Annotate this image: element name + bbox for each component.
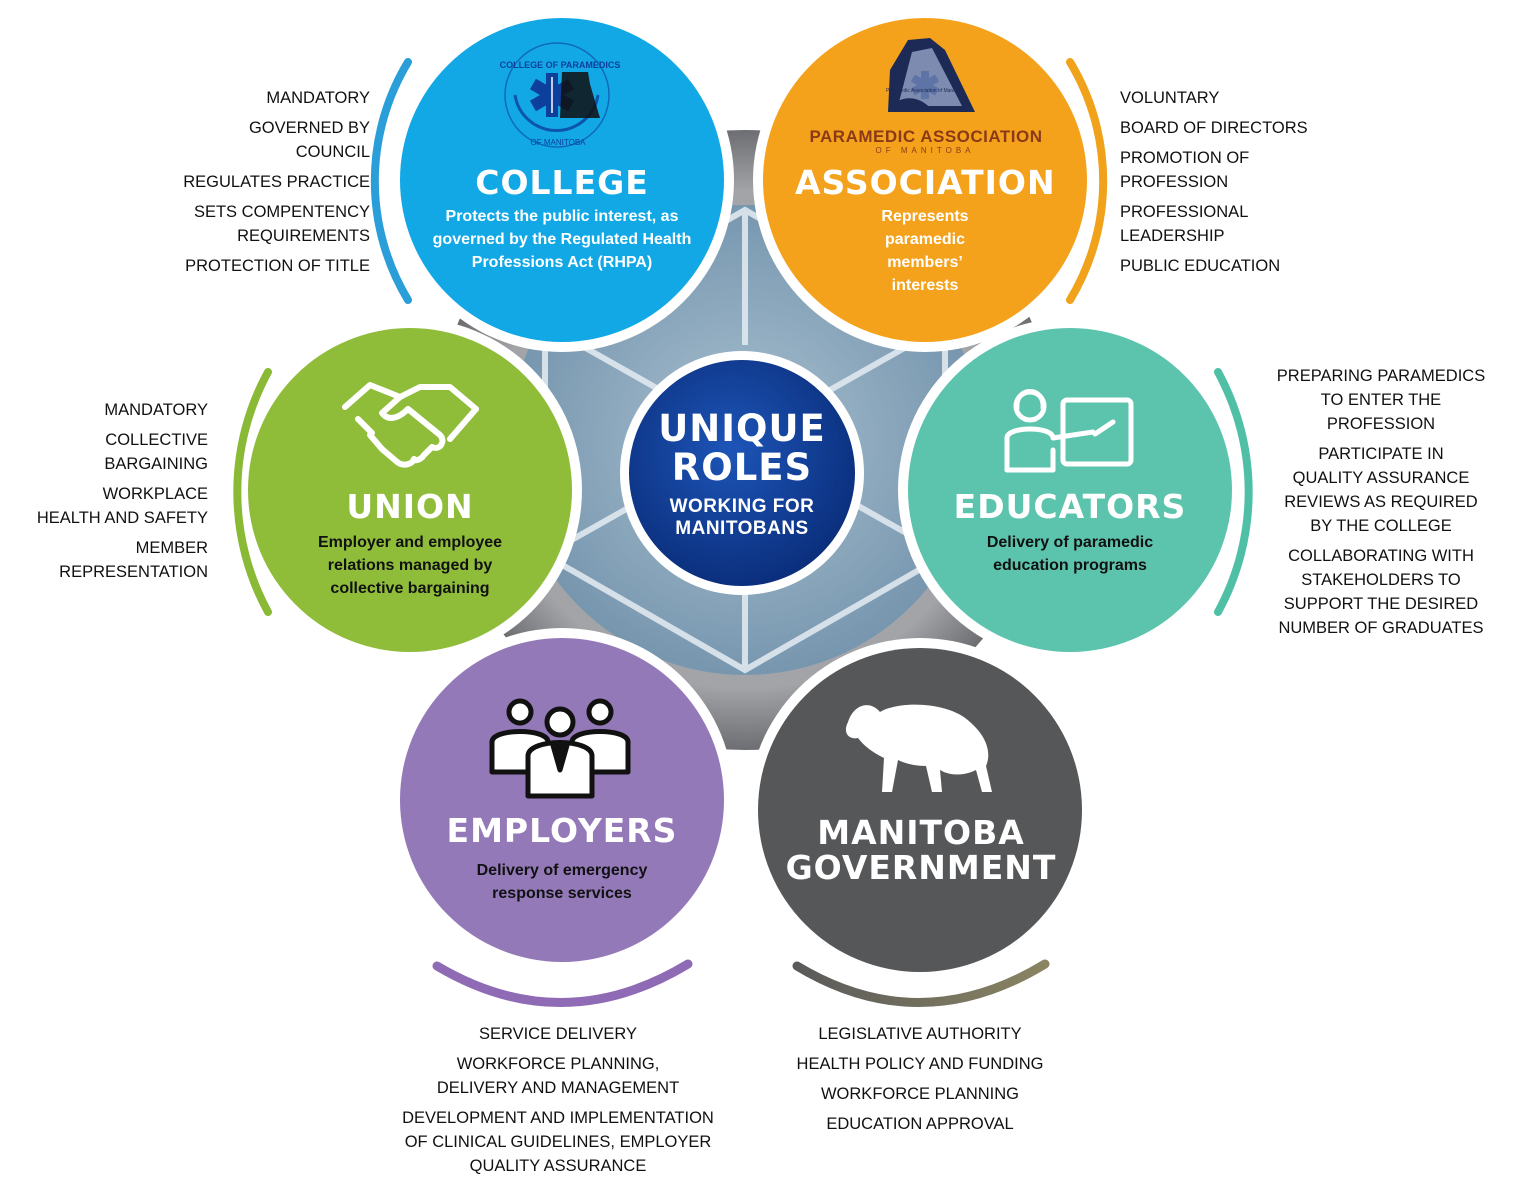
educators-label: EDUCATORS Delivery of paramedic educatio… [950, 487, 1190, 577]
center-title-line2: ROLES [671, 445, 813, 489]
bison-icon [845, 704, 992, 792]
union-bullet: MANDATORY [104, 401, 208, 419]
college-label: COLLEGE Protects the public interest, as… [420, 163, 704, 274]
college-arc [370, 58, 412, 304]
association-bullet: PROMOTION OF PROFESSION [1120, 149, 1250, 191]
employers-title: EMPLOYERS [446, 811, 678, 850]
college-logo-top: COLLEGE OF PARAMEDICS [499, 60, 621, 70]
educators-description: Delivery of paramedic education programs [986, 533, 1154, 574]
association-description: Represents paramedic members’ interests [881, 207, 969, 294]
college-bullet: PROTECTION OF TITLE [185, 257, 370, 275]
employers-label: EMPLOYERS Delivery of emergency response… [442, 811, 682, 905]
government-bullet: EDUCATION APPROVAL [826, 1115, 1014, 1133]
college-bullet: MANDATORY [266, 89, 370, 107]
team-icon [489, 698, 631, 799]
government-title-line1: MANITOBA [817, 813, 1025, 852]
government-label: MANITOBA GOVERNMENT [780, 813, 1062, 887]
union-label: UNION Employer and employee relations ma… [290, 487, 530, 600]
association-arc [1066, 58, 1108, 304]
employers-arc [432, 959, 693, 1007]
college-bullet: REGULATES PRACTICE [183, 173, 370, 191]
college-logo-text: COLLEGE OF PARAMEDICS [498, 60, 622, 70]
educators-arc [1214, 368, 1253, 616]
employers-bullet: SERVICE DELIVERY [478, 1025, 638, 1043]
educators-bullet: PREPARING PARAMEDICS TO ENTER THE PROFES… [1276, 367, 1486, 433]
educators-bullet: PARTICIPATE IN QUALITY ASSURANCE REVIEWS… [1284, 445, 1478, 535]
association-label: ASSOCIATION Represents paramedic members… [795, 163, 1056, 297]
college-bullets: MANDATORY GOVERNED BY COUNCIL REGULATES … [130, 86, 370, 284]
center-subtitle-line1: WORKING FOR [669, 495, 815, 517]
college-bullet: GOVERNED BY COUNCIL [248, 119, 370, 161]
government-bullet: LEGISLATIVE AUTHORITY [818, 1025, 1022, 1043]
association-bullet: PROFESSIONAL LEADERSHIP [1120, 203, 1249, 245]
government-arc [792, 959, 1050, 1007]
government-bullet: HEALTH POLICY AND FUNDING [796, 1055, 1044, 1073]
association-bullet: VOLUNTARY [1120, 89, 1220, 107]
center-label: UNIQUE ROLES WORKING FOR MANITOBANS [630, 407, 854, 540]
college-title: COLLEGE [475, 163, 649, 202]
association-bullet: PUBLIC EDUCATION [1120, 257, 1281, 275]
employers-bullets: SERVICE DELIVERY WORKFORCE PLANNING, DEL… [372, 1022, 744, 1184]
center-subtitle-line2: MANITOBANS [675, 517, 809, 539]
association-logo-small: Paramedic Association of Manitoba [885, 88, 965, 94]
handshake-icon [342, 382, 479, 468]
employers-bullet: WORKFORCE PLANNING, DELIVERY AND MANAGEM… [436, 1055, 680, 1097]
association-bullet: BOARD OF DIRECTORS [1120, 119, 1308, 137]
union-bullet: MEMBER REPRESENTATION [59, 539, 208, 581]
government-title-line2: GOVERNMENT [785, 847, 1057, 887]
association-logo-sub: OF MANITOBA [875, 146, 975, 155]
association-logo-text: PARAMEDIC ASSOCIATION [809, 127, 1043, 146]
government-bullet: WORKFORCE PLANNING [820, 1085, 1020, 1103]
educators-bullet: COLLABORATING WITH STAKEHOLDERS TO SUPPO… [1278, 547, 1484, 637]
center-title-line1: UNIQUE [658, 407, 826, 450]
union-bullet: COLLECTIVE BARGAINING [104, 431, 208, 473]
employers-description: Delivery of emergency response services [476, 861, 648, 902]
association-title: ASSOCIATION [795, 163, 1056, 202]
government-bullets: LEGISLATIVE AUTHORITY HEALTH POLICY AND … [770, 1022, 1070, 1142]
union-arc [233, 368, 272, 616]
association-logo [888, 38, 975, 112]
educators-bullets: PREPARING PARAMEDICS TO ENTER THE PROFES… [1252, 364, 1510, 646]
college-logo-bottom: OF MANITOBA [530, 138, 586, 147]
college-logo [504, 42, 610, 148]
union-title: UNION [346, 487, 474, 526]
employers-bullet: DEVELOPMENT AND IMPLEMENTATION OF CLINIC… [402, 1109, 714, 1175]
union-bullet: WORKPLACE HEALTH AND SAFETY [36, 485, 208, 527]
college-bullet: SETS COMPENTENCY REQUIREMENTS [193, 203, 370, 245]
teacher-board-icon [1004, 389, 1134, 473]
union-description: Employer and employee relations managed … [317, 533, 503, 597]
college-description: Protects the public interest, as governe… [432, 207, 692, 271]
educators-title: EDUCATORS [953, 487, 1187, 526]
association-bullets: VOLUNTARY BOARD OF DIRECTORS PROMOTION O… [1120, 86, 1360, 284]
union-bullets: MANDATORY COLLECTIVE BARGAINING WORKPLAC… [0, 398, 208, 590]
